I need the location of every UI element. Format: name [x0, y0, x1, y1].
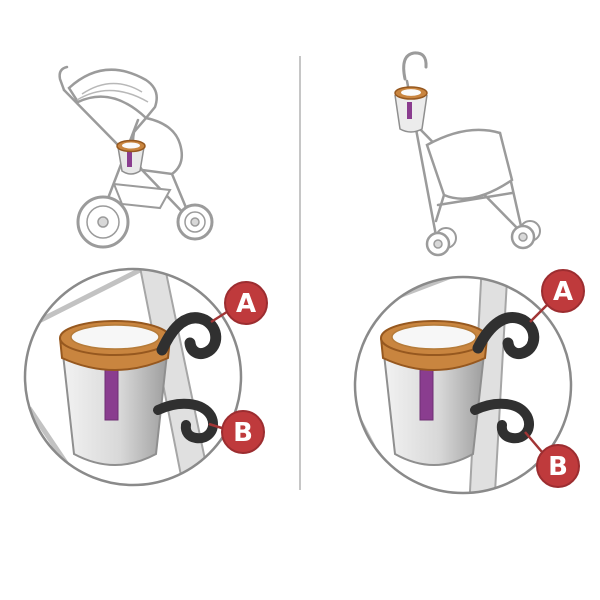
badge-circle	[221, 410, 265, 454]
label-b-badge: B	[536, 444, 580, 488]
umbrella-stroller-illustration	[394, 51, 541, 257]
frame-line	[26, 406, 96, 485]
front-wheel-hub	[433, 239, 443, 249]
badge-letter-a: A	[553, 277, 573, 307]
hook-handle-icon	[402, 51, 428, 81]
cupholder-small	[394, 86, 428, 133]
badge-circle	[224, 281, 268, 325]
rear-wheel-hub	[190, 217, 200, 227]
label-a-badge: A	[541, 269, 585, 313]
cupholder-strip	[127, 152, 132, 167]
attachment-hook-a	[472, 312, 540, 360]
badge-letter-b: B	[548, 452, 568, 482]
rear-wheel-hub	[518, 232, 528, 242]
cupholder-strip	[104, 369, 119, 421]
seat-sling	[425, 128, 514, 200]
magnifier-circle-outline	[353, 275, 573, 495]
badge-circle	[536, 444, 580, 488]
attachment-hook-a	[156, 312, 222, 360]
badge-circle	[541, 269, 585, 313]
cupholder-strip	[419, 369, 434, 421]
cross-strut	[436, 191, 514, 207]
badge-letter-a: A	[236, 289, 256, 319]
front-wheel-hub	[97, 216, 109, 228]
cupholder-detail-standard: A B	[23, 267, 268, 487]
cupholder-small	[116, 139, 146, 175]
canopy	[67, 68, 158, 120]
wheels	[76, 195, 214, 249]
center-divider-line	[299, 56, 301, 490]
magnifier-circle-outline	[23, 267, 243, 487]
cupholder-detail-umbrella: A B	[353, 269, 585, 495]
cupholder-opening	[70, 324, 160, 350]
cupholder-strip	[407, 102, 412, 119]
frame-tube	[137, 269, 215, 485]
magnified-view	[355, 277, 571, 493]
handle-icon	[58, 65, 69, 92]
leader-line-b	[524, 431, 543, 453]
leader-line-a	[529, 303, 549, 323]
label-a-badge: A	[224, 281, 268, 325]
label-b-badge: B	[221, 410, 265, 454]
cupholder-opening	[391, 324, 477, 350]
frame-line	[25, 269, 142, 331]
canopy-rib	[81, 82, 143, 95]
canopy-rib	[76, 89, 149, 103]
push-bar	[62, 88, 122, 149]
cupholder-opening	[401, 89, 421, 96]
wheels	[425, 220, 541, 257]
basket	[112, 182, 172, 210]
attachment-strap-b	[153, 398, 218, 444]
standard-stroller-illustration	[58, 65, 214, 249]
badge-letter-b: B	[233, 418, 253, 448]
magnified-view	[25, 269, 241, 485]
cupholder-opening	[122, 142, 140, 149]
footrest-strut	[434, 193, 446, 223]
